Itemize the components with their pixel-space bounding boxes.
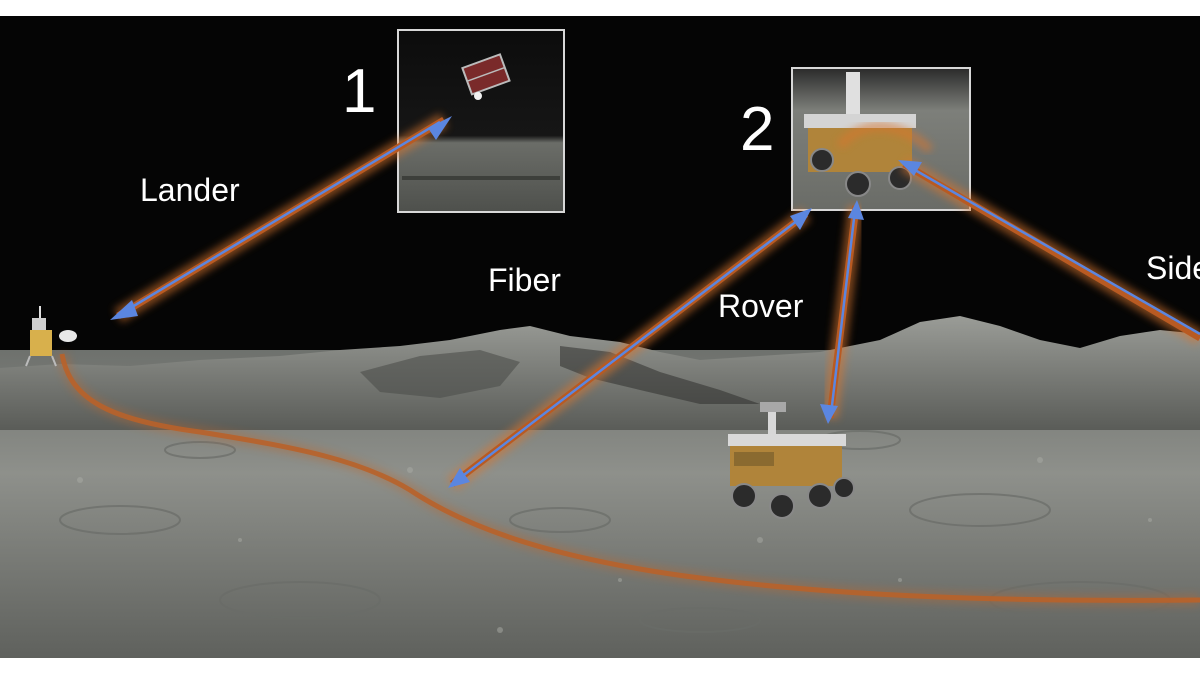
optical-link-fiber-to-2 bbox=[447, 207, 812, 491]
fiber-label: Fiber bbox=[488, 262, 561, 298]
fiber-cable-core bbox=[59, 353, 1200, 603]
optical-link-lander-to-1 bbox=[110, 113, 452, 323]
top-margin bbox=[0, 0, 1200, 16]
ground-speckles bbox=[77, 457, 1152, 633]
lander bbox=[25, 306, 77, 367]
rock-formation bbox=[360, 350, 520, 398]
bottom-margin bbox=[0, 658, 1200, 675]
rover bbox=[728, 402, 855, 519]
rover-label: Rover bbox=[718, 288, 804, 324]
optical-link-side-to-2 bbox=[898, 157, 1200, 345]
optical-link-rover-to-2 bbox=[820, 200, 864, 424]
sky bbox=[0, 16, 1200, 356]
inset-1-lander-view bbox=[397, 29, 565, 213]
lander-label: Lander bbox=[140, 172, 240, 208]
side-label: Side bbox=[1146, 250, 1200, 286]
inset-1-number: 1 bbox=[342, 57, 377, 126]
inset-2-number: 2 bbox=[740, 95, 775, 164]
